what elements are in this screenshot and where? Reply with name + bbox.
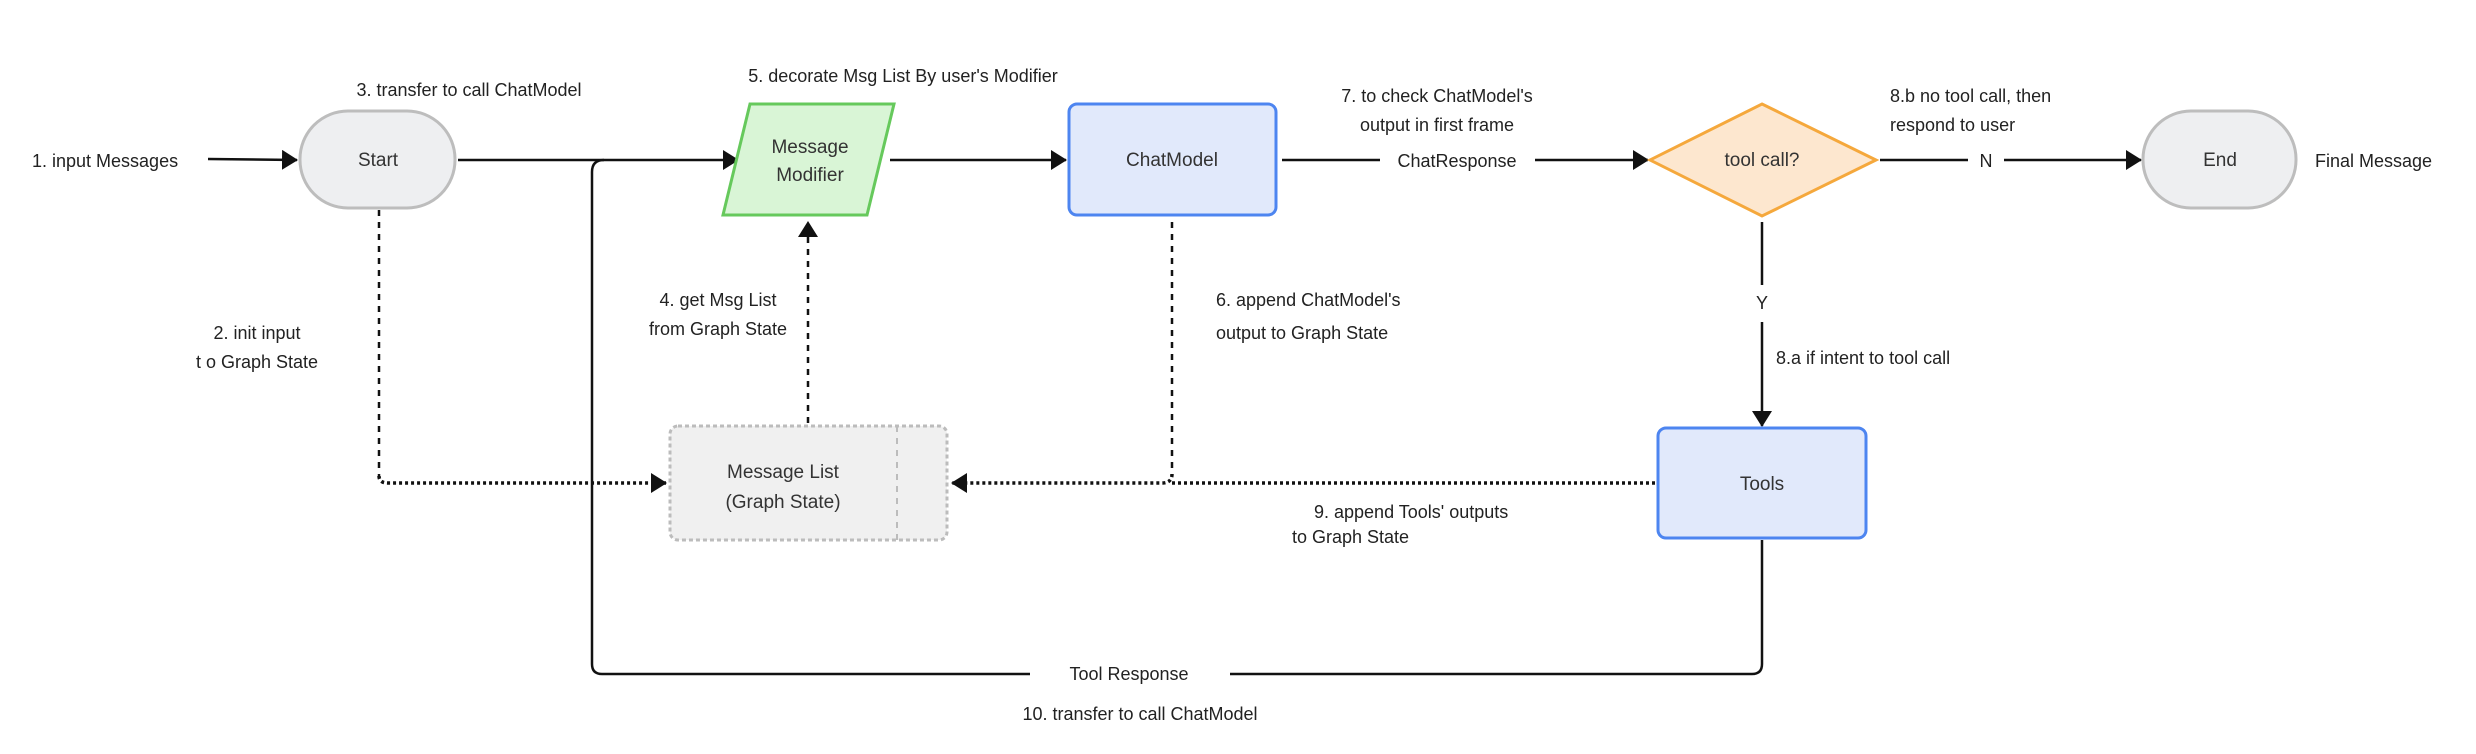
chatmodel-label: ChatModel xyxy=(1126,150,1218,171)
label-chat-response: ChatResponse xyxy=(1397,151,1516,171)
label-step9-1: 9. append Tools' outputs xyxy=(1314,502,1508,522)
label-step6-1: 6. append ChatModel's xyxy=(1216,290,1401,310)
msglist-label-1: Message List xyxy=(727,462,840,483)
label-step8a: 8.a if intent to tool call xyxy=(1776,348,1950,368)
label-step2-1: 2. init input xyxy=(213,323,300,343)
msglist-label-2: (Graph State) xyxy=(725,492,840,513)
label-step4-1: 4. get Msg List xyxy=(659,290,776,310)
label-step10: 10. transfer to call ChatModel xyxy=(1022,704,1257,724)
edge-start-to-msglist-h xyxy=(377,473,667,493)
label-step8b-1: 8.b no tool call, then xyxy=(1890,86,2051,106)
start-label: Start xyxy=(358,150,399,171)
label-step7-1: 7. to check ChatModel's xyxy=(1341,86,1533,106)
end-label: End xyxy=(2203,150,2237,171)
end-node[interactable]: End xyxy=(2141,109,2298,210)
label-final-message: Final Message xyxy=(2315,151,2432,171)
label-step7-2: output in first frame xyxy=(1360,115,1514,135)
label-step4-2: from Graph State xyxy=(649,319,787,339)
modifier-label-2: Modifier xyxy=(776,165,844,186)
message-list-store[interactable]: Message List (Graph State) xyxy=(668,424,949,542)
label-no: N xyxy=(1980,151,1993,171)
label-step8b-2: respond to user xyxy=(1890,115,2015,135)
tools-label: Tools xyxy=(1740,474,1784,495)
modifier-label-1: Message xyxy=(771,137,848,158)
label-step3: 3. transfer to call ChatModel xyxy=(356,80,581,100)
label-step2-2: t o Graph State xyxy=(196,352,318,372)
edge-chatmodel-to-msglist-h xyxy=(951,473,1174,493)
tools-node[interactable]: Tools xyxy=(1656,426,1868,540)
label-input: 1. input Messages xyxy=(32,151,178,171)
start-node[interactable]: Start xyxy=(298,109,457,210)
label-step9-2: to Graph State xyxy=(1292,527,1409,547)
label-yes: Y xyxy=(1756,293,1768,313)
label-step5: 5. decorate Msg List By user's Modifier xyxy=(748,66,1058,86)
label-step6-2: output to Graph State xyxy=(1216,323,1388,343)
chatmodel-node[interactable]: ChatModel xyxy=(1067,102,1278,217)
message-modifier-node[interactable]: Message Modifier xyxy=(721,102,896,217)
label-tool-response: Tool Response xyxy=(1069,664,1188,684)
decision-label: tool call? xyxy=(1725,150,1800,171)
edge-tools-to-chatmodel-loop xyxy=(590,158,1764,676)
edge-input-to-start xyxy=(207,149,298,170)
tool-call-decision-node[interactable]: tool call? xyxy=(1646,102,1880,218)
